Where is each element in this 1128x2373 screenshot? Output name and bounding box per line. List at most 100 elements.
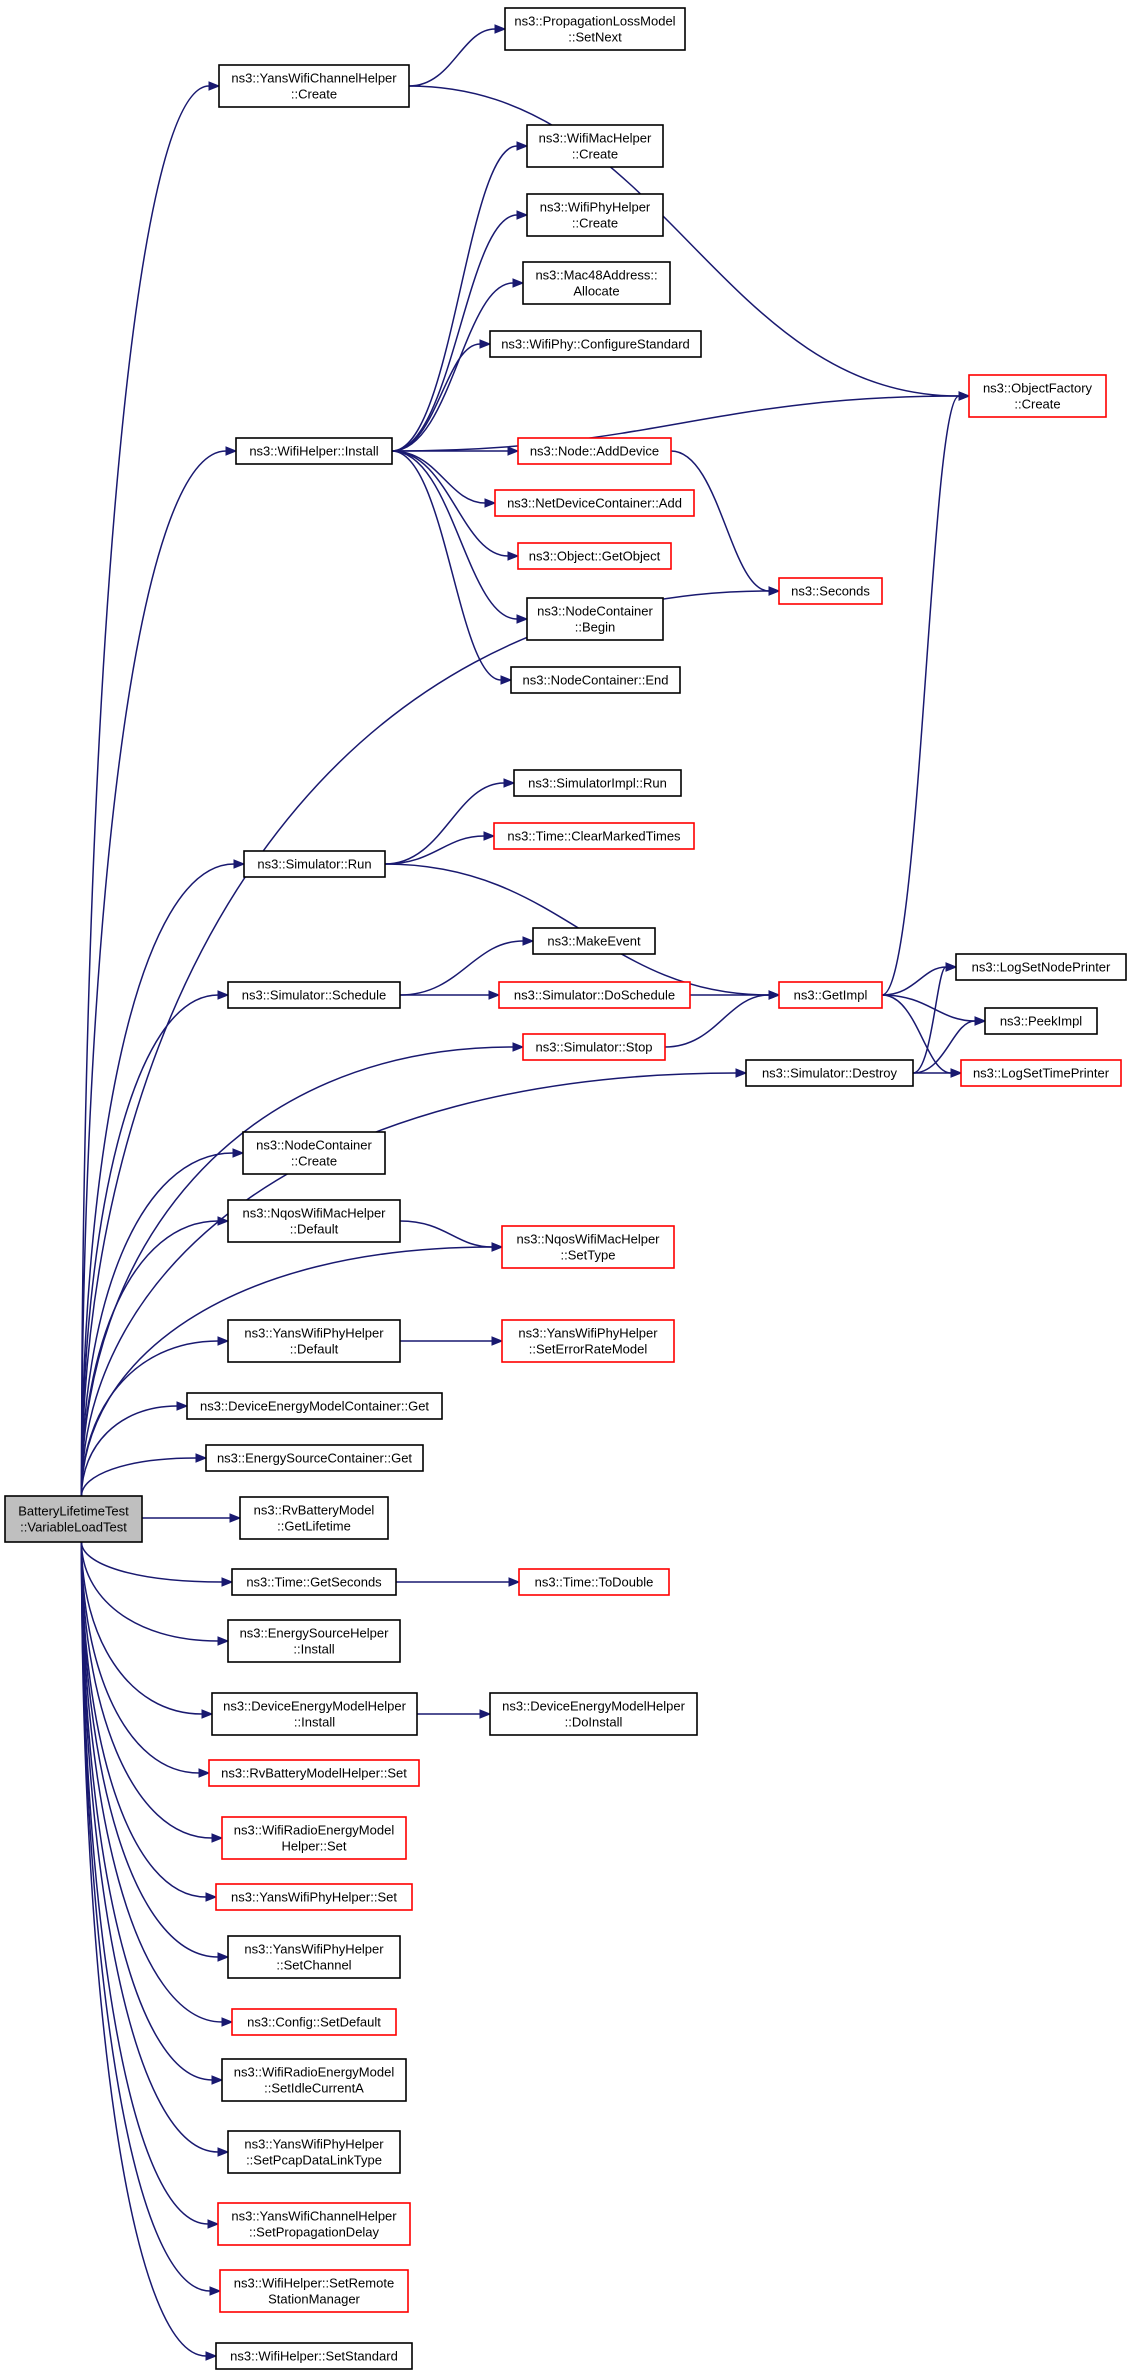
edge-arrowhead <box>217 2147 230 2157</box>
edge-yans_chan_create-to-prop_setnext <box>408 24 507 87</box>
node-label: ns3::Node::AddDevice <box>530 444 659 459</box>
node-time-getseconds[interactable]: ns3::Time::GetSeconds <box>231 1568 397 1596</box>
edge-arrowhead <box>195 1453 208 1463</box>
node-wifi-install[interactable]: ns3::WifiHelper::Install <box>235 437 393 465</box>
node-config-setdefault[interactable]: ns3::Config::SetDefault <box>231 2008 397 2036</box>
node-label: ns3::Simulator::DoSchedule <box>514 988 675 1003</box>
node-label: ns3::WifiRadioEnergyModel <box>234 1823 395 1838</box>
edge-sim_schedule-to-makeevent <box>399 936 535 996</box>
edge-arrowhead <box>198 1768 211 1778</box>
edge-line <box>391 450 509 557</box>
node-label: ns3::NodeContainer <box>256 1138 372 1153</box>
node-ndc-add[interactable]: ns3::NetDeviceContainer::Add <box>494 489 695 517</box>
edge-root-to-esh_install <box>80 1541 230 1646</box>
node-yansphy-set[interactable]: ns3::YansWifiPhyHelper::Set <box>215 1883 413 1911</box>
edge-root-to-nqos_settype <box>80 1242 504 1497</box>
edge-time_getseconds-to-time_todouble <box>395 1577 521 1587</box>
edge-wifi_install-to-mac_create <box>391 141 529 452</box>
node-nc-end[interactable]: ns3::NodeContainer::End <box>510 666 681 694</box>
node-box <box>205 1444 424 1472</box>
node-yans-chan-create[interactable]: ns3::YansWifiChannelHelper::Create <box>218 64 410 108</box>
node-box <box>186 1392 443 1420</box>
edge-getimpl-to-lognodeprinter <box>881 962 958 996</box>
edge-line <box>80 1541 213 1839</box>
edge-line <box>80 1541 223 1583</box>
node-label: ::VariableLoadTest <box>20 1520 127 1535</box>
edge-line <box>391 450 502 681</box>
node-label: ns3::RvBatteryModelHelper::Set <box>221 1766 407 1781</box>
node-rvh-set[interactable]: ns3::RvBatteryModelHelper::Set <box>208 1759 420 1787</box>
edge-line <box>80 1541 203 1715</box>
edge-line <box>881 994 952 1074</box>
node-configstd[interactable]: ns3::WifiPhy::ConfigureStandard <box>489 330 702 358</box>
node-time-todouble[interactable]: ns3::Time::ToDouble <box>518 1568 670 1596</box>
node-esh-install[interactable]: ns3::EnergySourceHelper::Install <box>227 1619 401 1663</box>
node-nqos-settype[interactable]: ns3::NqosWifiMacHelper::SetType <box>501 1225 675 1269</box>
node-yansphy-default[interactable]: ns3::YansWifiPhyHelper::Default <box>227 1319 401 1363</box>
node-box <box>778 981 883 1009</box>
node-yansphy-setchannel[interactable]: ns3::YansWifiPhyHelper::SetChannel <box>227 1935 401 1979</box>
node-lognodeprinter[interactable]: ns3::LogSetNodePrinter <box>955 953 1127 981</box>
node-esc-get[interactable]: ns3::EnergySourceContainer::Get <box>205 1444 424 1472</box>
node-sim-doschedule[interactable]: ns3::Simulator::DoSchedule <box>498 981 691 1009</box>
node-demc-get[interactable]: ns3::DeviceEnergyModelContainer::Get <box>186 1392 443 1420</box>
node-mac-create[interactable]: ns3::WifiMacHelper::Create <box>526 124 664 168</box>
node-nc-begin[interactable]: ns3::NodeContainer::Begin <box>526 597 664 641</box>
node-label: ns3::EnergySourceContainer::Get <box>217 1451 412 1466</box>
node-nc-create[interactable]: ns3::NodeContainer::Create <box>242 1131 386 1175</box>
node-box <box>208 1759 420 1787</box>
node-sim-destroy[interactable]: ns3::Simulator::Destroy <box>745 1059 914 1087</box>
edge-root-to-rv_getlifetime <box>142 1513 242 1523</box>
node-makeevent[interactable]: ns3::MakeEvent <box>532 927 656 955</box>
edge-arrowhead <box>225 446 238 456</box>
node-logtimeprinter[interactable]: ns3::LogSetTimePrinter <box>960 1059 1122 1087</box>
node-label: ::Install <box>293 1642 334 1657</box>
node-sim-schedule[interactable]: ns3::Simulator::Schedule <box>227 981 401 1009</box>
edge-line <box>80 1246 493 1497</box>
node-label: ns3::Simulator::Run <box>257 857 371 872</box>
node-box <box>227 2130 401 2174</box>
node-node-adddev[interactable]: ns3::Node::AddDevice <box>517 437 672 465</box>
node-rv-getlifetime[interactable]: ns3::RvBatteryModel::GetLifetime <box>239 1496 389 1540</box>
node-root[interactable]: BatteryLifetimeTest::VariableLoadTest <box>4 1495 143 1543</box>
edge-root-to-wifi_setstandard <box>80 1541 218 2361</box>
node-wrem-setidle[interactable]: ns3::WifiRadioEnergyModel::SetIdleCurren… <box>221 2058 407 2102</box>
node-wifi-setstandard[interactable]: ns3::WifiHelper::SetStandard <box>215 2342 413 2370</box>
node-yanschan-setprop[interactable]: ns3::YansWifiChannelHelper::SetPropagati… <box>217 2202 411 2246</box>
edge-arrowhead <box>233 859 246 869</box>
node-objfactory[interactable]: ns3::ObjectFactory::Create <box>968 374 1107 418</box>
node-demh-install[interactable]: ns3::DeviceEnergyModelHelper::Install <box>211 1692 418 1736</box>
edge-arrowhead <box>484 498 497 508</box>
edge-arrowhead <box>950 1068 963 1078</box>
node-label: ns3::MakeEvent <box>547 934 641 949</box>
node-getimpl[interactable]: ns3::GetImpl <box>778 981 883 1009</box>
node-nqos-default[interactable]: ns3::NqosWifiMacHelper::Default <box>227 1199 401 1243</box>
edge-line <box>80 1541 207 2357</box>
node-getobject[interactable]: ns3::Object::GetObject <box>517 542 672 570</box>
node-clearmarked[interactable]: ns3::Time::ClearMarkedTimes <box>493 822 695 850</box>
node-sim-run[interactable]: ns3::Simulator::Run <box>243 850 386 878</box>
node-peekimpl[interactable]: ns3::PeekImpl <box>984 1007 1098 1035</box>
node-yansphy-setpcap[interactable]: ns3::YansWifiPhyHelper::SetPcapDataLinkT… <box>227 2130 401 2174</box>
node-demh-doinstall[interactable]: ns3::DeviceEnergyModelHelper::DoInstall <box>489 1692 698 1736</box>
node-label: ::Create <box>572 216 618 231</box>
node-simimpl-run[interactable]: ns3::SimulatorImpl::Run <box>513 769 682 797</box>
node-label: ::Create <box>572 147 618 162</box>
edge-line <box>80 994 219 1497</box>
node-seconds[interactable]: ns3::Seconds <box>778 577 883 605</box>
edge-wifi_install-to-node_adddev <box>391 446 520 456</box>
edge-line <box>80 1541 209 2225</box>
node-prop-setnext[interactable]: ns3::PropagationLossModel::SetNext <box>504 7 686 51</box>
node-yansphy-seterr[interactable]: ns3::YansWifiPhyHelper::SetErrorRateMode… <box>501 1319 675 1363</box>
node-box <box>526 597 664 641</box>
node-phy-create[interactable]: ns3::WifiPhyHelper::Create <box>526 193 664 237</box>
node-sim-stop[interactable]: ns3::Simulator::Stop <box>522 1033 666 1061</box>
node-label: ns3::DeviceEnergyModelHelper <box>223 1699 406 1714</box>
node-label: ::SetChannel <box>276 1958 351 1973</box>
edge-root-to-sim_destroy <box>80 1068 748 1497</box>
node-mac48-alloc[interactable]: ns3::Mac48Address::Allocate <box>522 261 671 305</box>
node-box <box>227 1319 401 1363</box>
edge-arrowhead <box>176 1401 189 1411</box>
